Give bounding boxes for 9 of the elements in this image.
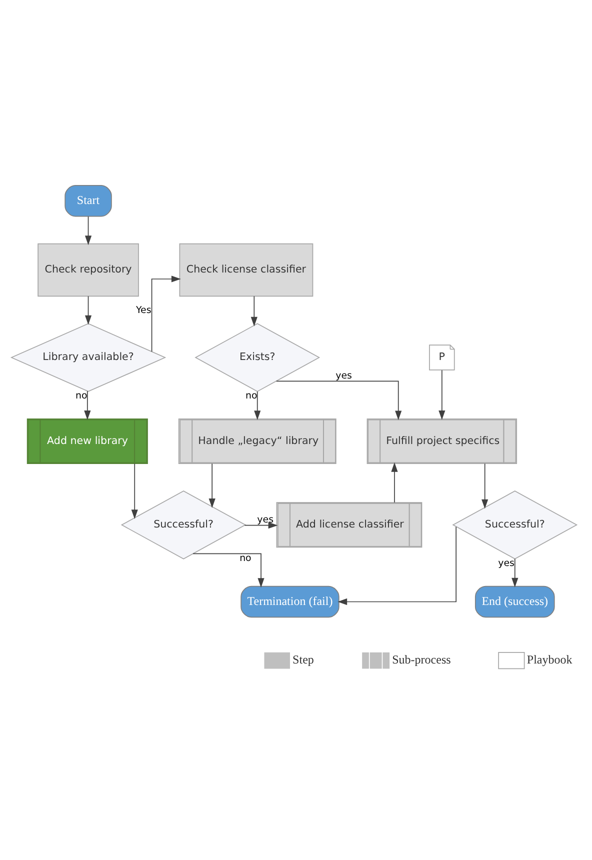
edge-label: no: [76, 390, 88, 401]
edge-label: yes: [336, 370, 352, 381]
legend-label: Sub-process: [392, 652, 451, 666]
edge-label: yes: [257, 514, 274, 526]
edge-label: no: [245, 390, 258, 402]
edge-label: Yes: [136, 304, 152, 316]
legend-label: Step: [292, 652, 314, 666]
legend-label: Playbook: [526, 652, 572, 666]
edge-label: yes: [498, 557, 514, 568]
